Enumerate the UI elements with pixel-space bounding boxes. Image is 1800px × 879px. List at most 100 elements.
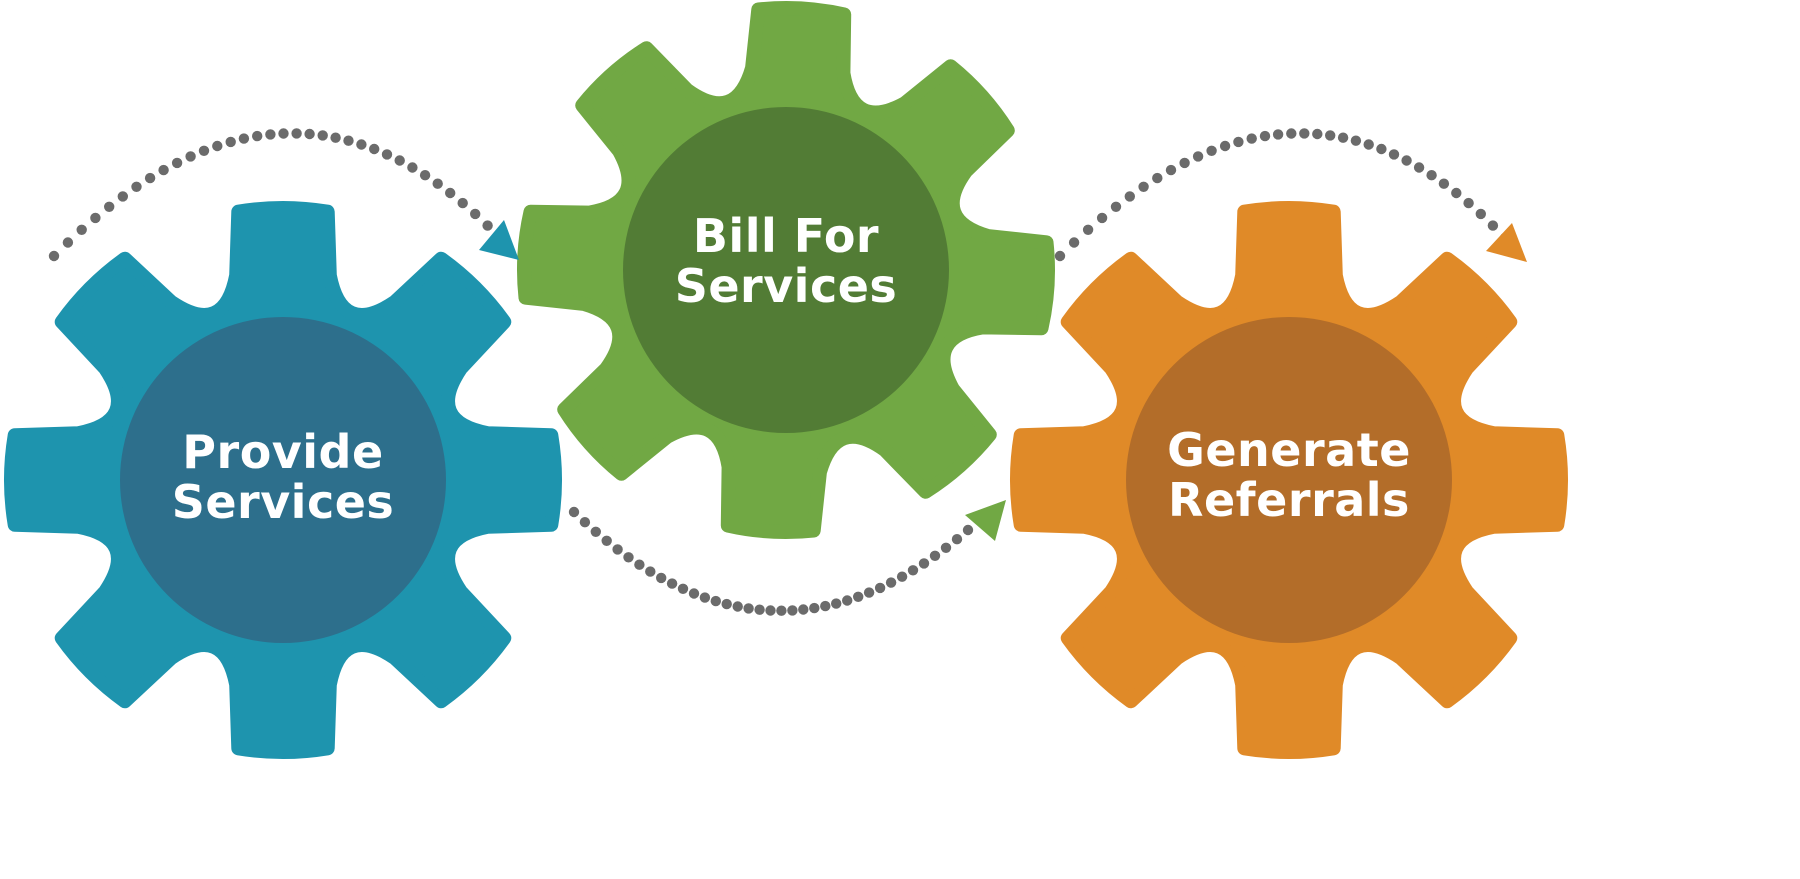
gear-label-referrals-line2: Referrals (1168, 473, 1410, 527)
connector-provide-to-bill-dot (457, 197, 468, 209)
connector-provide-to-bill-dot (48, 250, 60, 262)
connector-referrals-out-dot (1388, 149, 1400, 160)
gear-label-bill-line1: Bill For (693, 209, 879, 263)
connector-bill-to-referrals-dot (579, 517, 591, 528)
connector-bill-to-referrals-dot (940, 542, 952, 553)
gear-label-provide-line2: Services (172, 475, 395, 529)
connector-bill-to-referrals-dot (929, 550, 941, 561)
connector-bill-to-referrals-dot (645, 566, 656, 577)
connector-bill-to-referrals-dot (666, 578, 678, 589)
connector-referrals-out-dot (1363, 139, 1374, 150)
connector-bill-to-referrals-dot (677, 583, 689, 594)
connector-referrals-out-dot (1299, 128, 1310, 139)
connector-referrals-out-dot (1475, 208, 1487, 220)
dotted-connector-provide-to-bill (48, 128, 506, 262)
connector-provide-to-bill-dot (117, 191, 128, 202)
connector-provide-to-bill-dot (369, 143, 380, 155)
gear-generate-referrals: Generate Referrals (1010, 201, 1568, 759)
connector-provide-to-bill-dot (62, 237, 74, 248)
connector-referrals-out-dot (1179, 157, 1190, 169)
connector-bill-to-referrals-dot (831, 598, 842, 609)
connector-referrals-out-dot (1337, 132, 1349, 143)
connector-referrals-out-dot (1451, 187, 1462, 199)
connector-provide-to-bill-dot (90, 212, 101, 224)
connector-provide-to-bill-dot (482, 220, 493, 231)
connector-referrals-out-dot (1233, 136, 1244, 148)
connector-bill-to-referrals-dot (656, 572, 667, 584)
connector-provide-to-bill-dot (238, 133, 250, 144)
connector-referrals-out-dot (1054, 250, 1066, 262)
connector-provide-to-bill-dot (171, 157, 183, 169)
connector-provide-to-bill-dot (104, 201, 115, 212)
connector-bill-to-referrals-dot (754, 604, 765, 615)
connector-provide-to-bill-dot (158, 164, 169, 176)
connector-referrals-out-dot (1312, 128, 1323, 140)
connector-provide-to-bill-dot (432, 178, 443, 189)
connector-provide-to-bill-dot (445, 187, 456, 199)
arrowhead-referrals-out (1486, 223, 1527, 262)
connector-provide-to-bill-dot (278, 128, 289, 139)
connector-referrals-out-dot (1082, 224, 1094, 235)
connector-bill-to-referrals-dot (951, 534, 963, 545)
dotted-connector-bill-to-referrals (568, 506, 974, 616)
connector-bill-to-referrals-dot (601, 535, 612, 546)
connector-referrals-out-dot (1246, 133, 1257, 144)
connector-provide-to-bill-dot (225, 136, 236, 148)
connector-provide-to-bill-dot (76, 224, 87, 235)
connector-referrals-out-dot (1152, 172, 1163, 184)
connector-referrals-out-dot (1325, 130, 1336, 141)
connector-bill-to-referrals-dot (842, 595, 853, 606)
connector-provide-to-bill-dot (381, 149, 393, 160)
connector-bill-to-referrals-dot (907, 565, 919, 576)
connector-referrals-out-dot (1192, 151, 1204, 162)
connector-bill-to-referrals-dot (820, 600, 831, 612)
connector-provide-to-bill-dot (291, 128, 302, 139)
connector-referrals-out-dot (1219, 140, 1231, 152)
connector-provide-to-bill-dot (185, 151, 196, 162)
connector-bill-to-referrals-dot (853, 591, 864, 602)
connector-referrals-out-dot (1138, 181, 1149, 192)
connector-referrals-out-dot (1259, 130, 1271, 142)
connector-referrals-out-dot (1272, 129, 1284, 140)
connector-provide-to-bill-dot (131, 181, 142, 192)
connector-referrals-out-dot (1487, 220, 1499, 231)
connector-provide-to-bill-dot (265, 129, 276, 140)
connector-bill-to-referrals-dot (918, 558, 930, 569)
connector-referrals-out-dot (1413, 162, 1425, 173)
connector-referrals-out-dot (1206, 145, 1217, 156)
connector-provide-to-bill-dot (470, 208, 481, 220)
connector-referrals-out-dot (1286, 128, 1297, 139)
connector-provide-to-bill-dot (407, 162, 418, 173)
connector-provide-to-bill-dot (252, 130, 263, 142)
gear-provide-services: Provide Services (4, 201, 562, 759)
connector-referrals-out-dot (1463, 197, 1474, 209)
connector-referrals-out-dot (1350, 135, 1362, 146)
connector-referrals-out-dot (1401, 155, 1412, 166)
connector-provide-to-bill-dot (419, 170, 431, 181)
connector-referrals-out-dot (1068, 237, 1080, 248)
connector-bill-to-referrals-dot (776, 605, 787, 616)
connector-bill-to-referrals-dot (688, 588, 700, 599)
connector-provide-to-bill-dot (317, 130, 328, 141)
connector-referrals-out-dot (1376, 143, 1387, 155)
connector-bill-to-referrals-dot (874, 582, 886, 594)
connector-bill-to-referrals-dot (623, 552, 634, 563)
connector-referrals-out-dot (1438, 178, 1450, 189)
gear-hub-bill (623, 107, 949, 433)
gear-bill-for-services: Bill For Services (517, 1, 1055, 539)
connector-bill-to-referrals-dot (634, 559, 645, 570)
connector-bill-to-referrals-dot (590, 526, 601, 537)
connector-bill-to-referrals-dot (710, 595, 721, 607)
connector-referrals-out-dot (1165, 164, 1177, 176)
connector-referrals-out-dot (1124, 191, 1136, 202)
gear-label-referrals-line1: Generate (1167, 423, 1411, 477)
connector-provide-to-bill-dot (304, 128, 315, 140)
gear-hub-referrals (1126, 317, 1452, 643)
connector-provide-to-bill-dot (198, 145, 210, 156)
connector-provide-to-bill-dot (212, 140, 223, 152)
connector-bill-to-referrals-dot (721, 598, 732, 610)
connector-bill-to-referrals-dot (699, 592, 711, 603)
arrowhead-provide-to-bill (479, 220, 519, 260)
